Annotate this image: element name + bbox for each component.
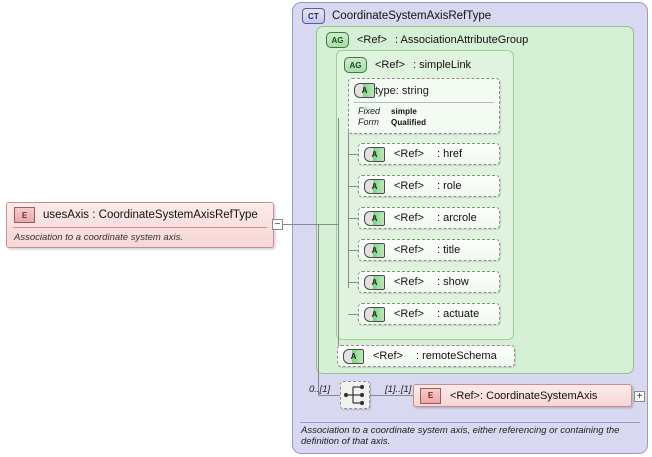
complex-type-title: CoordinateSystemAxisRefType — [332, 10, 492, 22]
attribute-group-association-header: AG <Ref> : AssociationAttributeGroup — [326, 31, 528, 49]
attribute-ref-label: <Ref> — [394, 212, 424, 224]
element-usesaxis[interactable]: E usesAxis : CoordinateSystemAxisRefType… — [6, 202, 274, 248]
attribute-ref-label: <Ref> — [394, 244, 424, 256]
complex-type-header: CT CoordinateSystemAxisRefType — [302, 6, 491, 26]
attribute-type-label: : title — [437, 244, 461, 256]
attribute-type-label: : show — [437, 276, 469, 288]
attribute-actuate[interactable]: A <Ref> : actuate — [358, 303, 500, 325]
attribute-ref-label: <Ref> — [394, 276, 424, 288]
facet-value: simple — [391, 107, 417, 116]
attribute-ref-label: <Ref> — [394, 308, 424, 320]
collapse-toggle-button[interactable]: − — [272, 219, 283, 230]
connector-line — [318, 224, 338, 225]
attribute-facets: Fixed simple Form Qualified — [349, 103, 499, 128]
choice-compositor-icon[interactable] — [340, 381, 370, 409]
element-name: usesAxis : CoordinateSystemAxisRefType — [43, 209, 258, 221]
attribute-ref-label: <Ref> — [394, 148, 424, 160]
attribute-type-label: : string — [395, 84, 429, 97]
attribute-badge-icon: A — [364, 146, 385, 162]
connector-line — [348, 282, 358, 283]
attribute-type-label: : actuate — [437, 308, 480, 320]
attribute-remoteschema[interactable]: A <Ref> : remoteSchema — [337, 345, 515, 367]
connector-line — [338, 118, 339, 356]
connector-line — [348, 250, 358, 251]
attribute-role[interactable]: A <Ref> : role — [358, 175, 500, 197]
facet-fixed: Fixed simple — [358, 106, 499, 117]
connector-line — [348, 118, 349, 288]
facet-value: Qualified — [391, 118, 427, 127]
element-badge-icon: E — [14, 207, 35, 223]
attribute-title[interactable]: A <Ref> : title — [358, 239, 500, 261]
connector-line — [318, 395, 340, 396]
attribute-href[interactable]: A <Ref> : href — [358, 143, 500, 165]
connector-line — [348, 218, 358, 219]
facet-form: Form Qualified — [358, 117, 499, 128]
attribute-group-simplelink-header: AG <Ref> : simpleLink — [344, 56, 471, 74]
attribute-badge-icon: A — [364, 242, 385, 258]
divider — [300, 422, 640, 423]
attribute-badge-icon: A — [343, 348, 364, 364]
attribute-group-ref-label: <Ref> — [357, 34, 387, 46]
attribute-ref-label: <Ref> — [394, 180, 424, 192]
complex-type-documentation: Association to a coordinate system axis,… — [301, 425, 620, 447]
expand-toggle-button[interactable]: + — [634, 391, 645, 402]
attribute-badge-icon: A — [364, 274, 385, 290]
attribute-type-label: : remoteSchema — [416, 350, 497, 362]
divider — [354, 102, 494, 103]
attribute-group-badge-icon: AG — [326, 32, 349, 48]
connector-line — [348, 154, 358, 155]
attribute-badge-icon: A — [364, 306, 385, 322]
element-ref-label: <Ref> — [450, 389, 480, 402]
attribute-group-ref-label: <Ref> — [375, 59, 405, 71]
attribute-type-label: : href — [437, 148, 463, 160]
element-documentation: Association to a coordinate system axis. — [14, 232, 183, 243]
connector-line — [318, 224, 319, 395]
facet-key: Fixed — [358, 106, 381, 116]
connector-line — [348, 186, 358, 187]
choice-icon — [343, 384, 365, 406]
element-badge-icon: E — [420, 387, 441, 404]
connector-line — [283, 224, 318, 225]
attribute-type[interactable]: A type : string Fixed simple Form Qualif… — [348, 78, 500, 134]
element-ref-name: : CoordinateSystemAxis — [480, 389, 598, 402]
attribute-ref-label: <Ref> — [373, 350, 403, 362]
attribute-group-badge-icon: AG — [344, 57, 367, 73]
complex-type-badge-icon: CT — [302, 8, 325, 24]
attribute-group-name: : AssociationAttributeGroup — [394, 34, 529, 46]
element-ref-coordinatesystemaxis[interactable]: E <Ref> : CoordinateSystemAxis — [413, 384, 632, 407]
attribute-type-label: : role — [437, 180, 462, 192]
attribute-badge-icon: A — [354, 83, 375, 98]
facet-key: Form — [358, 117, 379, 127]
attribute-type-label: : arcrole — [437, 212, 477, 224]
element-header: E usesAxis : CoordinateSystemAxisRefType — [7, 203, 273, 227]
cardinality-left: 0..[1] — [309, 384, 331, 395]
attribute-badge-icon: A — [364, 210, 385, 226]
attribute-name: type — [375, 84, 396, 97]
attribute-group-name: : simpleLink — [412, 59, 472, 71]
cardinality-right: [1]..[1] — [385, 384, 412, 395]
attribute-badge-icon: A — [364, 178, 385, 194]
connector-line — [370, 395, 413, 396]
divider — [13, 227, 267, 228]
connector-line — [348, 314, 358, 315]
attribute-show[interactable]: A <Ref> : show — [358, 271, 500, 293]
attribute-arcrole[interactable]: A <Ref> : arcrole — [358, 207, 500, 229]
